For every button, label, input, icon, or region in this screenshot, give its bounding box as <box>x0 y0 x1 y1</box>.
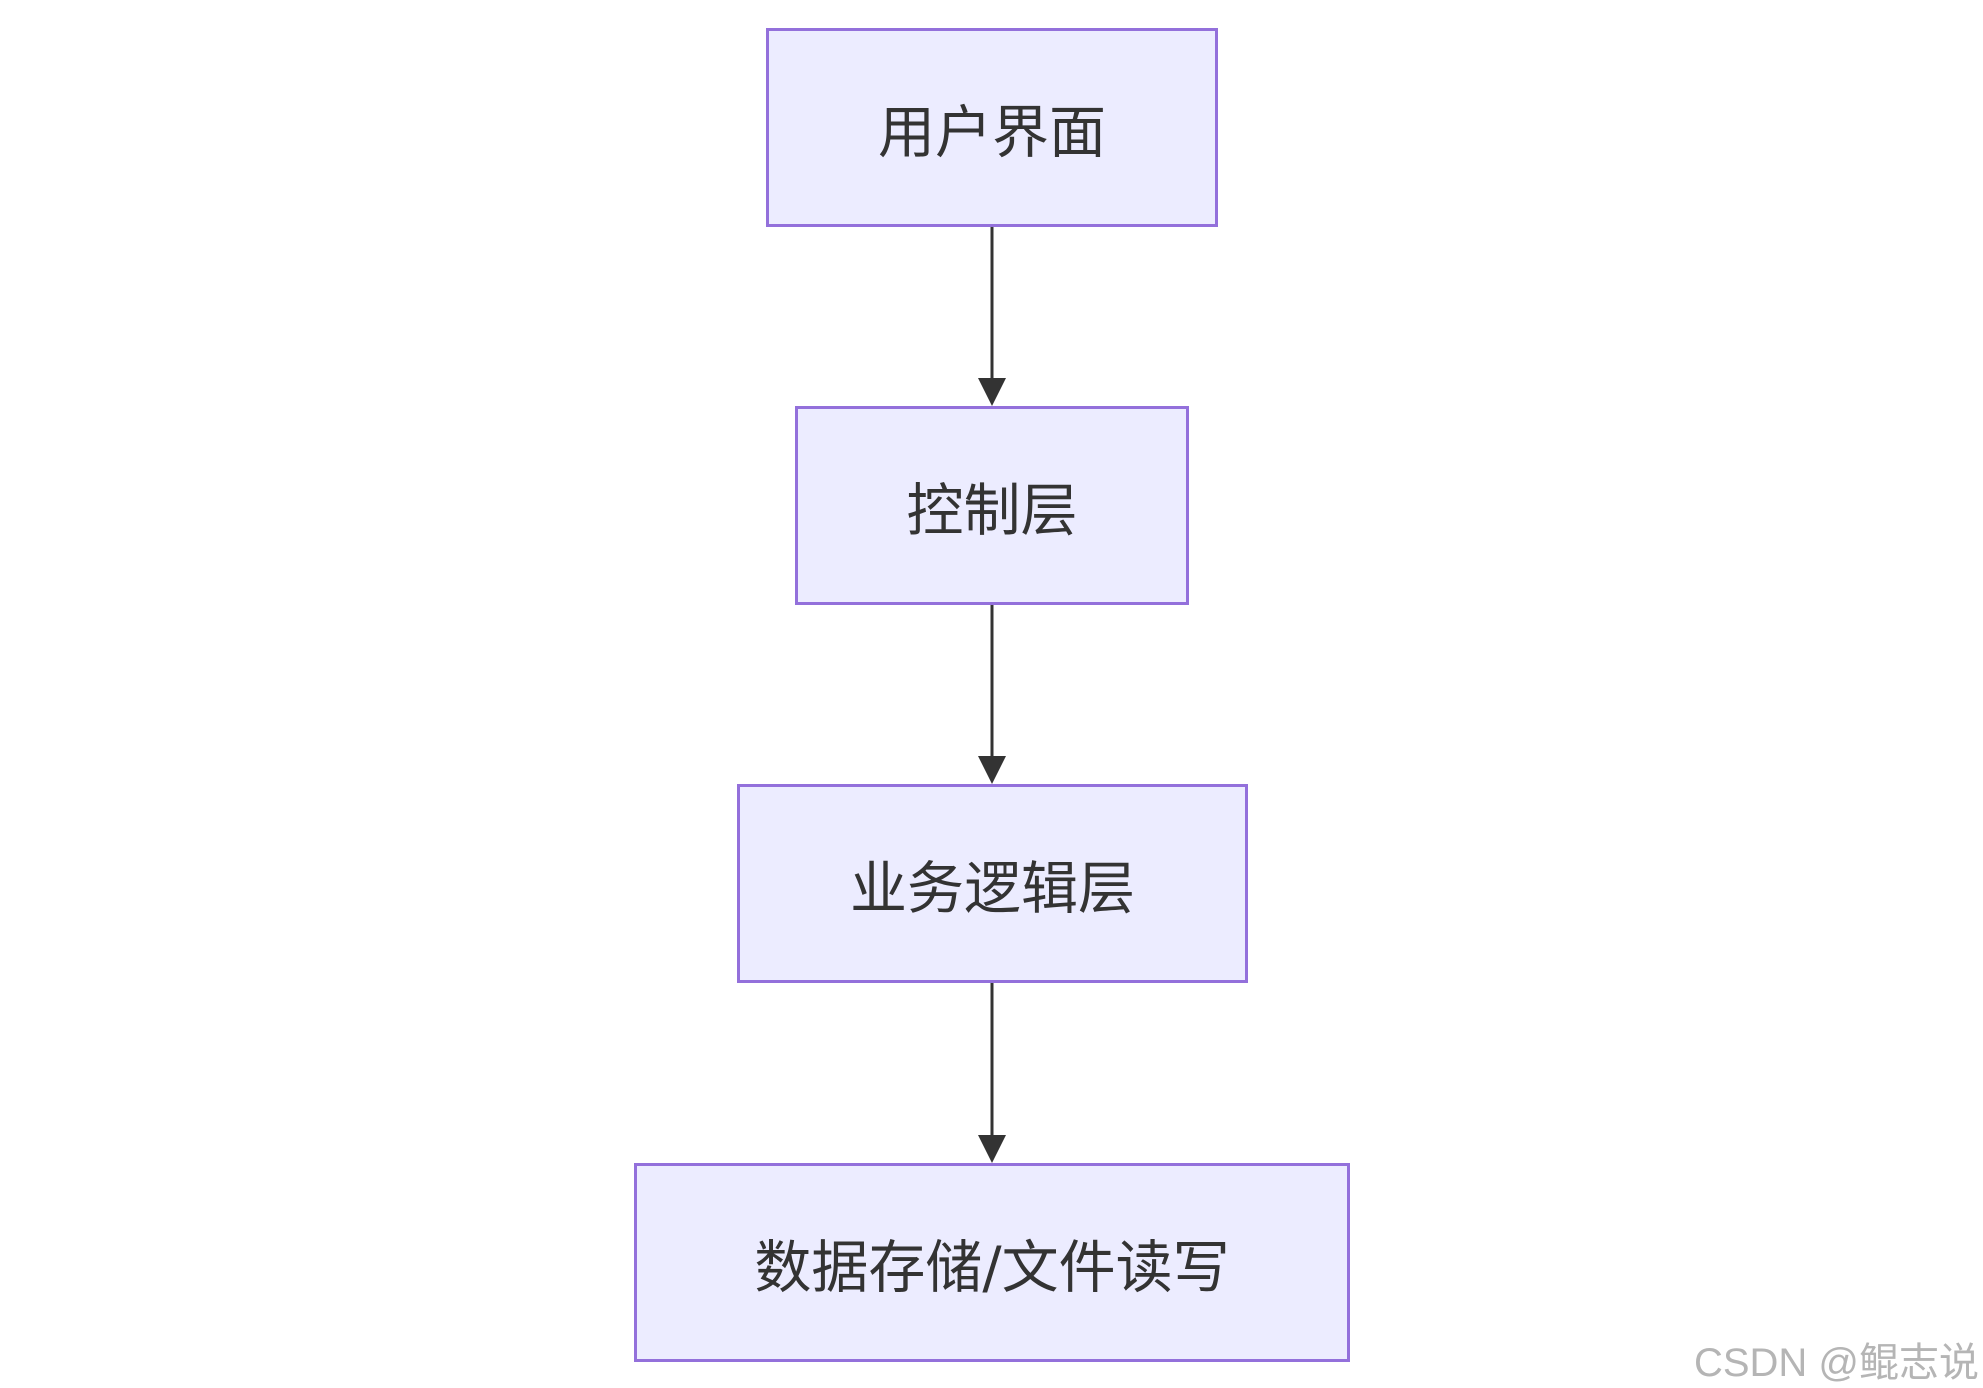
edge-user-interface-to-control-layer <box>978 227 1006 406</box>
node-label: 用户界面 <box>878 99 1106 166</box>
node-business-logic-layer: 业务逻辑层 <box>737 784 1248 983</box>
watermark-text: CSDN @鲲志说 <box>1693 1341 1979 1385</box>
node-user-interface: 用户界面 <box>766 28 1218 227</box>
node-control-layer: 控制层 <box>795 406 1189 605</box>
node-label: 业务逻辑层 <box>850 855 1135 922</box>
node-label: 数据存储/文件读写 <box>754 1234 1230 1301</box>
node-label: 控制层 <box>906 477 1078 544</box>
edge-control-layer-to-business-logic-layer <box>978 605 1006 784</box>
node-data-storage-file-io: 数据存储/文件读写 <box>634 1163 1350 1362</box>
edge-business-logic-layer-to-data-storage <box>978 983 1006 1163</box>
